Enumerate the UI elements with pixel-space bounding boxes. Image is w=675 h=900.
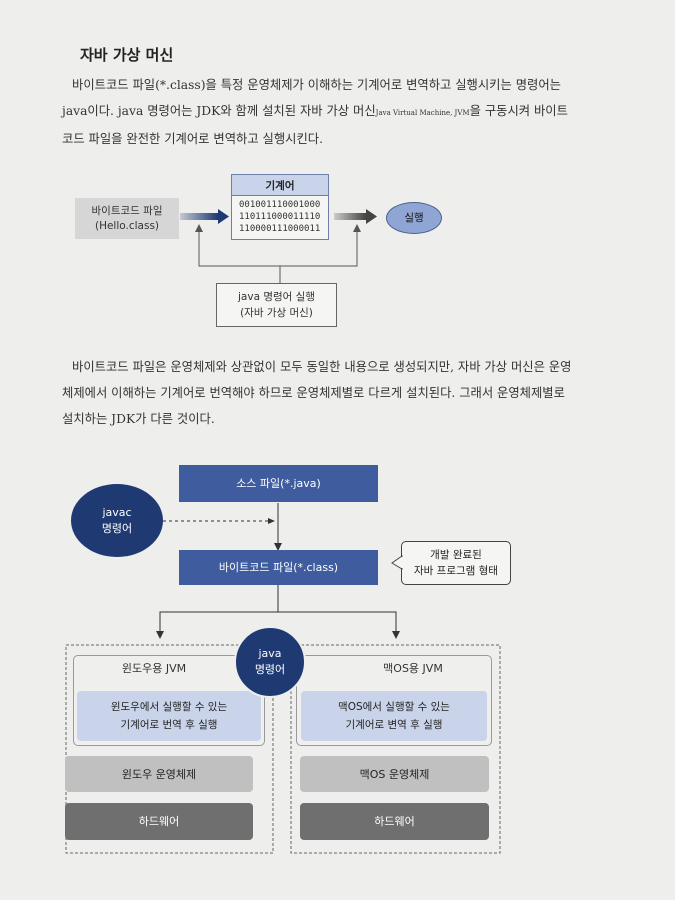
- windows-exec-line-2: 기계어로 번역 후 실행: [120, 719, 218, 731]
- machine-code-line-1: 001001110001000: [239, 200, 321, 210]
- windows-exec-line-1: 윈도우에서 실행할 수 있는: [110, 701, 228, 713]
- arrow-bytecode-to-machine: [180, 209, 229, 224]
- intro-line-3: 코드 파일을 완전한 기계어로 변역하고 실행시킨다.: [62, 132, 324, 146]
- callout-line-1: 개발 완료된: [430, 549, 482, 561]
- windows-hardware-box: 하드웨어: [65, 803, 253, 840]
- run-ellipse: 실행: [386, 202, 442, 234]
- completed-program-callout: 개발 완료된 자바 프로그램 형태: [401, 541, 511, 585]
- windows-platform-frame: [65, 644, 274, 854]
- machine-code-line-2: 110111000011110: [239, 212, 321, 222]
- bytecode-class-box: 바이트코드 파일(*.class): [179, 550, 378, 585]
- intro-line-2-a: java이다. java 명령어는 JDK와 함께 설치된 자바 가상 머신: [62, 104, 376, 118]
- windows-jvm-label: 윈도우용 JVM: [121, 662, 187, 675]
- javac-label: javac: [102, 505, 132, 519]
- intro-line-2-b: 을 구동시켜 바이트: [469, 104, 568, 118]
- arrow-machine-to-run: [334, 209, 377, 224]
- mac-hardware-box: 하드웨어: [300, 803, 489, 840]
- jvm-fullname: Java Virtual Machine, JVM: [375, 109, 470, 117]
- java-command-sub: (자바 가상 머신): [240, 307, 313, 319]
- intro-line-2: java이다. java 명령어는 JDK와 함께 설치된 자바 가상 머신Ja…: [62, 98, 634, 126]
- callout-line-2: 자바 프로그램 형태: [414, 565, 498, 577]
- jvm-line-1: 바이트코드 파일은 운영체제와 상관없이 모두 동일한 내용으로 생성되지만, …: [72, 360, 572, 374]
- javac-arrowhead: [268, 518, 275, 524]
- mac-jvm-label: 맥OS용 JVM: [383, 662, 443, 675]
- windows-arrowhead: [156, 631, 164, 639]
- source-file-box: 소스 파일(*.java): [179, 465, 378, 502]
- java-command-ellipse: java 명령어: [234, 626, 306, 698]
- java-command-connector: [195, 224, 361, 283]
- javac-command-ellipse: javac 명령어: [71, 484, 163, 557]
- mac-os-box: 맥OS 운영체제: [300, 756, 489, 792]
- java-label: java: [258, 647, 282, 660]
- javac-sub: 명령어: [101, 521, 133, 535]
- bytecode-file-box: 바이트코드 파일 (Hello.class): [75, 198, 179, 239]
- bytecode-file-name: (Hello.class): [94, 219, 160, 232]
- bytecode-to-windows-line: [159, 585, 279, 636]
- bytecode-arrowhead: [274, 543, 282, 551]
- mac-arrowhead: [392, 631, 400, 639]
- bytecode-to-mac-line: [278, 611, 397, 636]
- machine-code-line-3: 110000111000011: [239, 224, 321, 234]
- mac-exec-line-1: 맥OS에서 실행할 수 있는: [338, 701, 450, 713]
- mac-execution-box: 맥OS에서 실행할 수 있는 기계어로 변역 후 실행: [301, 691, 487, 741]
- jvm-line-3: 설치하는 JDK가 다른 것이다.: [62, 412, 215, 426]
- machine-code-lines: 001001110001000 110111000011110 11000011…: [232, 196, 328, 235]
- jvm-line-2: 체제에서 이해하는 기계어로 번역해야 하므로 운영체제별로 다르게 설치된다.…: [62, 386, 565, 400]
- intro-paragraph: 바이트코드 파일(*.class)을 특정 운영체제가 이해하는 기계어로 변역…: [62, 72, 634, 152]
- windows-jvm-panel: 윈도우용 JVM 윈도우에서 실행할 수 있는 기계어로 번역 후 실행: [73, 655, 265, 746]
- machine-code-title: 기계어: [232, 175, 328, 196]
- bytecode-file-label: 바이트코드 파일: [91, 204, 163, 217]
- mac-platform-frame: [290, 644, 501, 854]
- machine-code-box: 기계어 001001110001000 110111000011110 1100…: [231, 174, 329, 240]
- section-heading: 자바 가상 머신: [80, 46, 174, 64]
- mac-exec-line-2: 기계어로 변역 후 실행: [345, 719, 443, 731]
- mac-jvm-panel: 맥OS용 JVM 맥OS에서 실행할 수 있는 기계어로 변역 후 실행: [296, 655, 492, 746]
- windows-execution-box: 윈도우에서 실행할 수 있는 기계어로 번역 후 실행: [77, 691, 261, 741]
- windows-os-box: 윈도우 운영체제: [65, 756, 253, 792]
- java-command-box: java 명령어 실행 (자바 가상 머신): [216, 283, 337, 327]
- intro-line-1: 바이트코드 파일(*.class)을 특정 운영체제가 이해하는 기계어로 변역…: [72, 78, 561, 92]
- java-command-label: java 명령어 실행: [238, 291, 315, 303]
- java-sub: 명령어: [254, 663, 286, 676]
- jvm-paragraph: 바이트코드 파일은 운영체제와 상관없이 모두 동일한 내용으로 생성되지만, …: [62, 354, 634, 432]
